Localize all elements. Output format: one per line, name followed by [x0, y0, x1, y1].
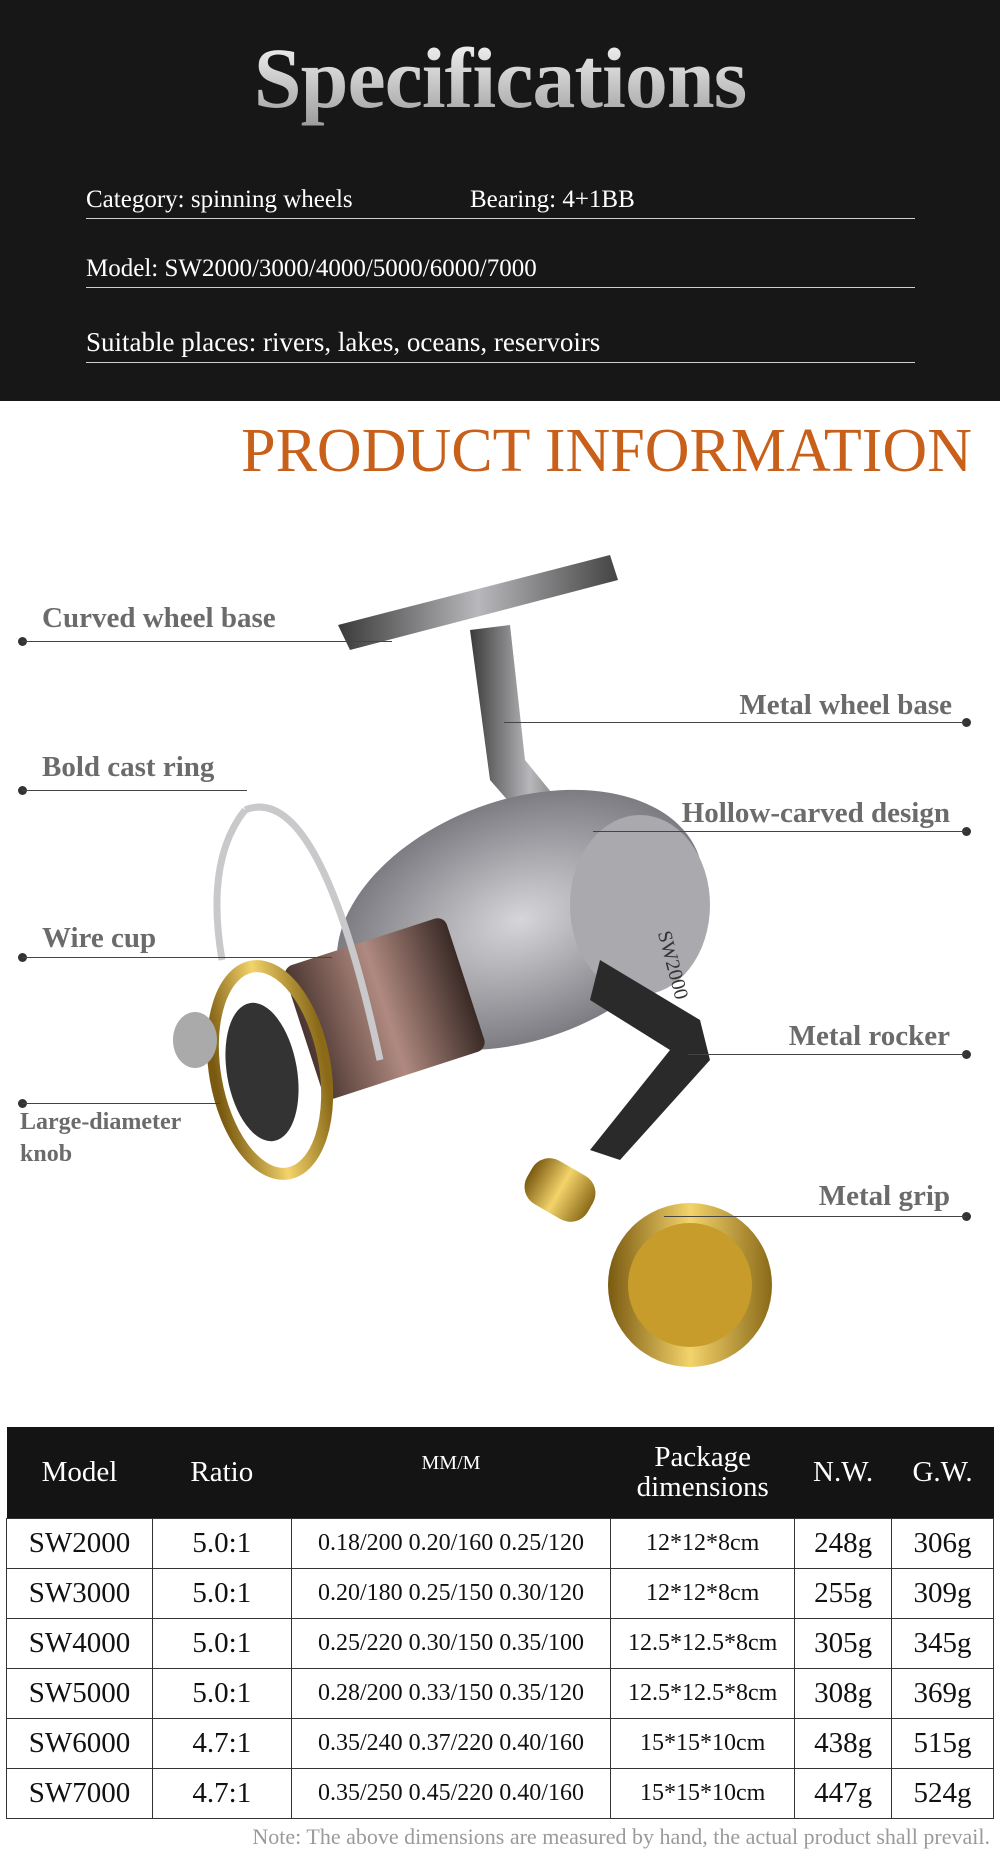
callout-line-2: knob: [20, 1141, 73, 1167]
cell-ratio: 4.7:1: [151, 1767, 292, 1819]
header-package-dimensions: Package dimensions: [610, 1427, 795, 1518]
callout-metal-grip: Metal grip: [818, 1180, 950, 1212]
header-nw: N.W.: [794, 1427, 892, 1518]
spec-row-category: Category: spinning wheels Bearing: 4+1BB: [86, 186, 915, 219]
callout-hollow-carved-design: Hollow-carved design: [681, 797, 950, 829]
callout-metal-wheel-base: Metal wheel base: [739, 689, 952, 721]
product-information-title: PRODUCT INFORMATION: [241, 417, 972, 485]
cell-ratio: 5.0:1: [151, 1567, 292, 1619]
callout-line: [664, 1216, 966, 1217]
cell-gw: 515g: [891, 1717, 994, 1769]
cell-ratio: 5.0:1: [151, 1517, 292, 1569]
cell-gw: 524g: [891, 1767, 994, 1819]
cell-nw: 255g: [794, 1567, 893, 1619]
cell-ratio: 5.0:1: [151, 1667, 292, 1719]
cell-ratio: 4.7:1: [151, 1717, 292, 1769]
suitable-places-text: Suitable places: rivers, lakes, oceans, …: [86, 327, 915, 363]
cell-gw: 306g: [891, 1517, 994, 1569]
cell-model: SW2000: [6, 1517, 153, 1569]
cell-mm-m: 0.20/180 0.25/150 0.30/120: [290, 1567, 612, 1619]
cell-mm-m: 0.18/200 0.20/160 0.25/120: [290, 1517, 612, 1569]
table-header-row: Model Ratio MM/M Package dimensions N.W.…: [6, 1427, 994, 1518]
callout-line: [22, 957, 332, 958]
callout-line: [22, 1103, 220, 1104]
cell-package: 15*15*10cm: [610, 1767, 796, 1819]
cell-mm-m: 0.35/240 0.37/220 0.40/160: [290, 1717, 612, 1769]
callout-dot: [962, 1212, 971, 1221]
cell-package: 12*12*8cm: [610, 1517, 796, 1569]
callout-wire-cup: Wire cup: [42, 922, 157, 954]
callout-dot: [962, 827, 971, 836]
spinning-reel-image: SW2000: [173, 555, 772, 1367]
callout-curved-wheel-base: Curved wheel base: [42, 602, 276, 634]
table-note: Note: The above dimensions are measured …: [252, 1824, 990, 1849]
specifications-banner: Specifications Category: spinning wheels…: [0, 0, 1000, 401]
cell-mm-m: 0.25/220 0.30/150 0.35/100: [290, 1617, 612, 1669]
header-mm-m: MM/M: [291, 1427, 611, 1518]
cell-ratio: 5.0:1: [151, 1617, 292, 1669]
cell-model: SW4000: [6, 1617, 153, 1669]
callout-metal-rocker: Metal rocker: [788, 1020, 950, 1052]
cell-nw: 447g: [794, 1767, 893, 1819]
cell-gw: 369g: [891, 1667, 994, 1719]
cell-model: SW7000: [6, 1767, 153, 1819]
callout-line: [22, 790, 247, 791]
cell-nw: 438g: [794, 1717, 893, 1769]
header-model: Model: [6, 1427, 153, 1518]
specifications-title: Specifications: [0, 28, 1000, 128]
callout-dot: [962, 1050, 971, 1059]
category-text: Category: spinning wheels: [86, 186, 353, 213]
callout-large-diameter-knob: Large-diameter knob: [20, 1106, 181, 1170]
specs-table: Model Ratio MM/M Package dimensions N.W.…: [6, 1427, 994, 1819]
callout-line: [504, 722, 966, 723]
cell-package: 12.5*12.5*8cm: [610, 1667, 796, 1719]
cell-model: SW3000: [6, 1567, 153, 1619]
cell-mm-m: 0.28/200 0.33/150 0.35/120: [290, 1667, 612, 1719]
callout-line: [22, 641, 392, 642]
callout-dot: [962, 718, 971, 727]
callout-bold-cast-ring: Bold cast ring: [42, 751, 215, 783]
cell-nw: 305g: [794, 1617, 893, 1669]
cell-package: 15*15*10cm: [610, 1717, 796, 1769]
model-text: Model: SW2000/3000/4000/5000/6000/7000: [86, 255, 915, 288]
header-gw: G.W.: [891, 1427, 994, 1518]
callout-line-1: Large-diameter: [20, 1109, 182, 1135]
bearing-text: Bearing: 4+1BB: [470, 186, 635, 213]
cell-nw: 308g: [794, 1667, 893, 1719]
cell-gw: 309g: [891, 1567, 994, 1619]
callout-line: [593, 831, 966, 832]
cell-mm-m: 0.35/250 0.45/220 0.40/160: [290, 1767, 612, 1819]
cell-model: SW5000: [6, 1667, 153, 1719]
callout-line: [688, 1054, 966, 1055]
cell-model: SW6000: [6, 1717, 153, 1769]
cell-nw: 248g: [794, 1517, 893, 1569]
header-ratio: Ratio: [152, 1427, 292, 1518]
cell-package: 12*12*8cm: [610, 1567, 796, 1619]
cell-package: 12.5*12.5*8cm: [610, 1617, 796, 1669]
cell-gw: 345g: [891, 1617, 994, 1669]
